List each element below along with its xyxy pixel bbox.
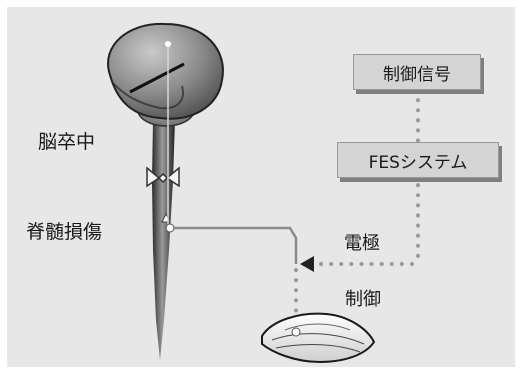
brain-node [165, 41, 171, 47]
lesion-mark [146, 166, 180, 188]
peripheral-nerve [173, 226, 298, 264]
brain [107, 22, 224, 120]
muscle [261, 312, 376, 364]
label-stroke: 脳卒中 [38, 131, 96, 153]
spinal-cord [146, 120, 180, 360]
label-control: 制御 [345, 289, 381, 310]
label-electrode: 電極 [344, 233, 380, 254]
electrode-node [291, 327, 301, 337]
fes-system-label: FESシステム [368, 152, 468, 173]
control-signal-label: 制御信号 [383, 64, 451, 85]
signal-arrowhead [300, 256, 314, 272]
fes-system-box: FESシステム [337, 142, 499, 178]
control-signal-box: 制御信号 [353, 54, 481, 90]
label-spinal-cord-injury: 脊髄損傷 [26, 221, 103, 243]
spinal-node [165, 223, 175, 233]
